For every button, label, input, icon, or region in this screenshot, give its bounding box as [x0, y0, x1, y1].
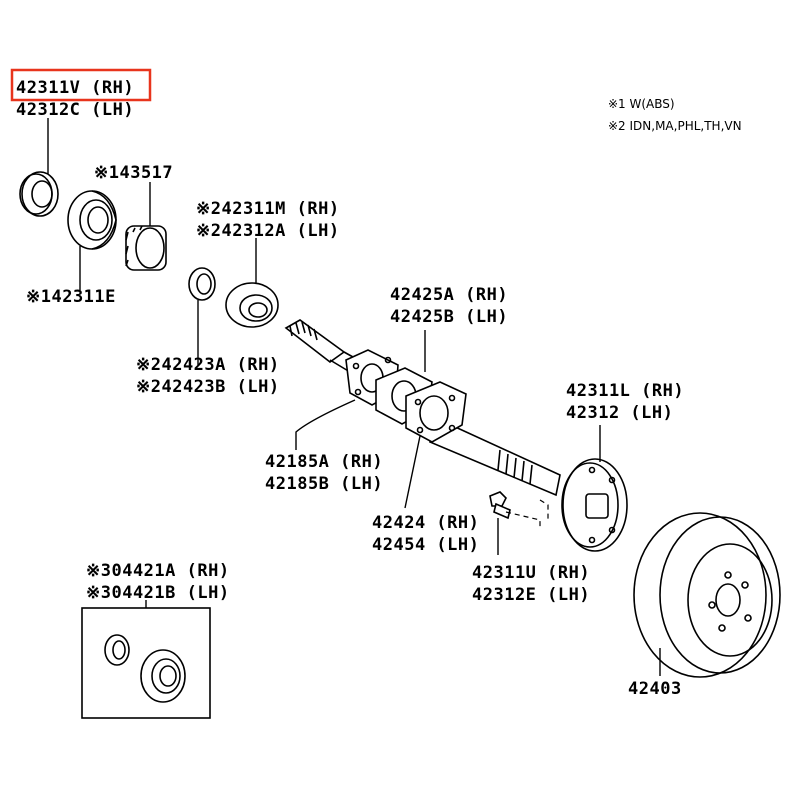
part-label-42311V[interactable]: 42311V (RH)	[16, 78, 134, 98]
retainer-plate-part[interactable]	[404, 381, 467, 509]
part-label-42312A[interactable]: ※242312A (LH)	[196, 221, 340, 241]
note-1: ※1 W(ABS)	[608, 97, 675, 111]
part-label-43517[interactable]: ※143517	[94, 163, 173, 183]
part-label-42312C[interactable]: 42312C (LH)	[16, 100, 134, 120]
part-label-42425B[interactable]: 42425B (LH)	[390, 307, 508, 327]
part-label-04421B[interactable]: ※304421B (LH)	[86, 583, 230, 603]
brake-drum-part[interactable]	[633, 512, 781, 678]
part-label-04421A[interactable]: ※304421A (RH)	[86, 561, 230, 581]
part-label-42403[interactable]: 42403	[628, 679, 682, 699]
sensor-rotor-part[interactable]	[125, 182, 167, 271]
bearing-part-42311E[interactable]	[67, 190, 117, 290]
part-label-42311U[interactable]: 42311U (RH)	[472, 563, 590, 583]
part-label-42425A[interactable]: 42425A (RH)	[390, 285, 508, 305]
retainer-part[interactable]	[188, 267, 216, 365]
axle-flange-part[interactable]	[561, 425, 628, 552]
part-label-42312E[interactable]: 42312E (LH)	[472, 585, 590, 605]
bearing-part-42311M[interactable]	[225, 238, 279, 328]
oil-seal-part[interactable]	[19, 118, 59, 217]
part-label-42311E[interactable]: ※142311E	[26, 287, 116, 307]
part-label-42185B[interactable]: 42185B (LH)	[265, 474, 383, 494]
part-label-42185A[interactable]: 42185A (RH)	[265, 452, 383, 472]
hub-bolt-part[interactable]	[489, 491, 549, 555]
part-label-42424[interactable]: 42424 (RH)	[372, 513, 479, 533]
part-label-42423B[interactable]: ※242423B (LH)	[136, 377, 280, 397]
note-2: ※2 IDN,MA,PHL,TH,VN	[608, 119, 742, 133]
part-label-42311L[interactable]: 42311L (RH)	[566, 381, 684, 401]
part-label-42311M[interactable]: ※242311M (RH)	[196, 199, 340, 219]
part-label-42312[interactable]: 42312 (LH)	[566, 403, 673, 423]
part-label-42454[interactable]: 42454 (LH)	[372, 535, 479, 555]
bearing-kit-box[interactable]	[81, 600, 211, 719]
selected-part-highlight[interactable]	[10, 68, 152, 102]
part-label-42423A[interactable]: ※242423A (RH)	[136, 355, 280, 375]
